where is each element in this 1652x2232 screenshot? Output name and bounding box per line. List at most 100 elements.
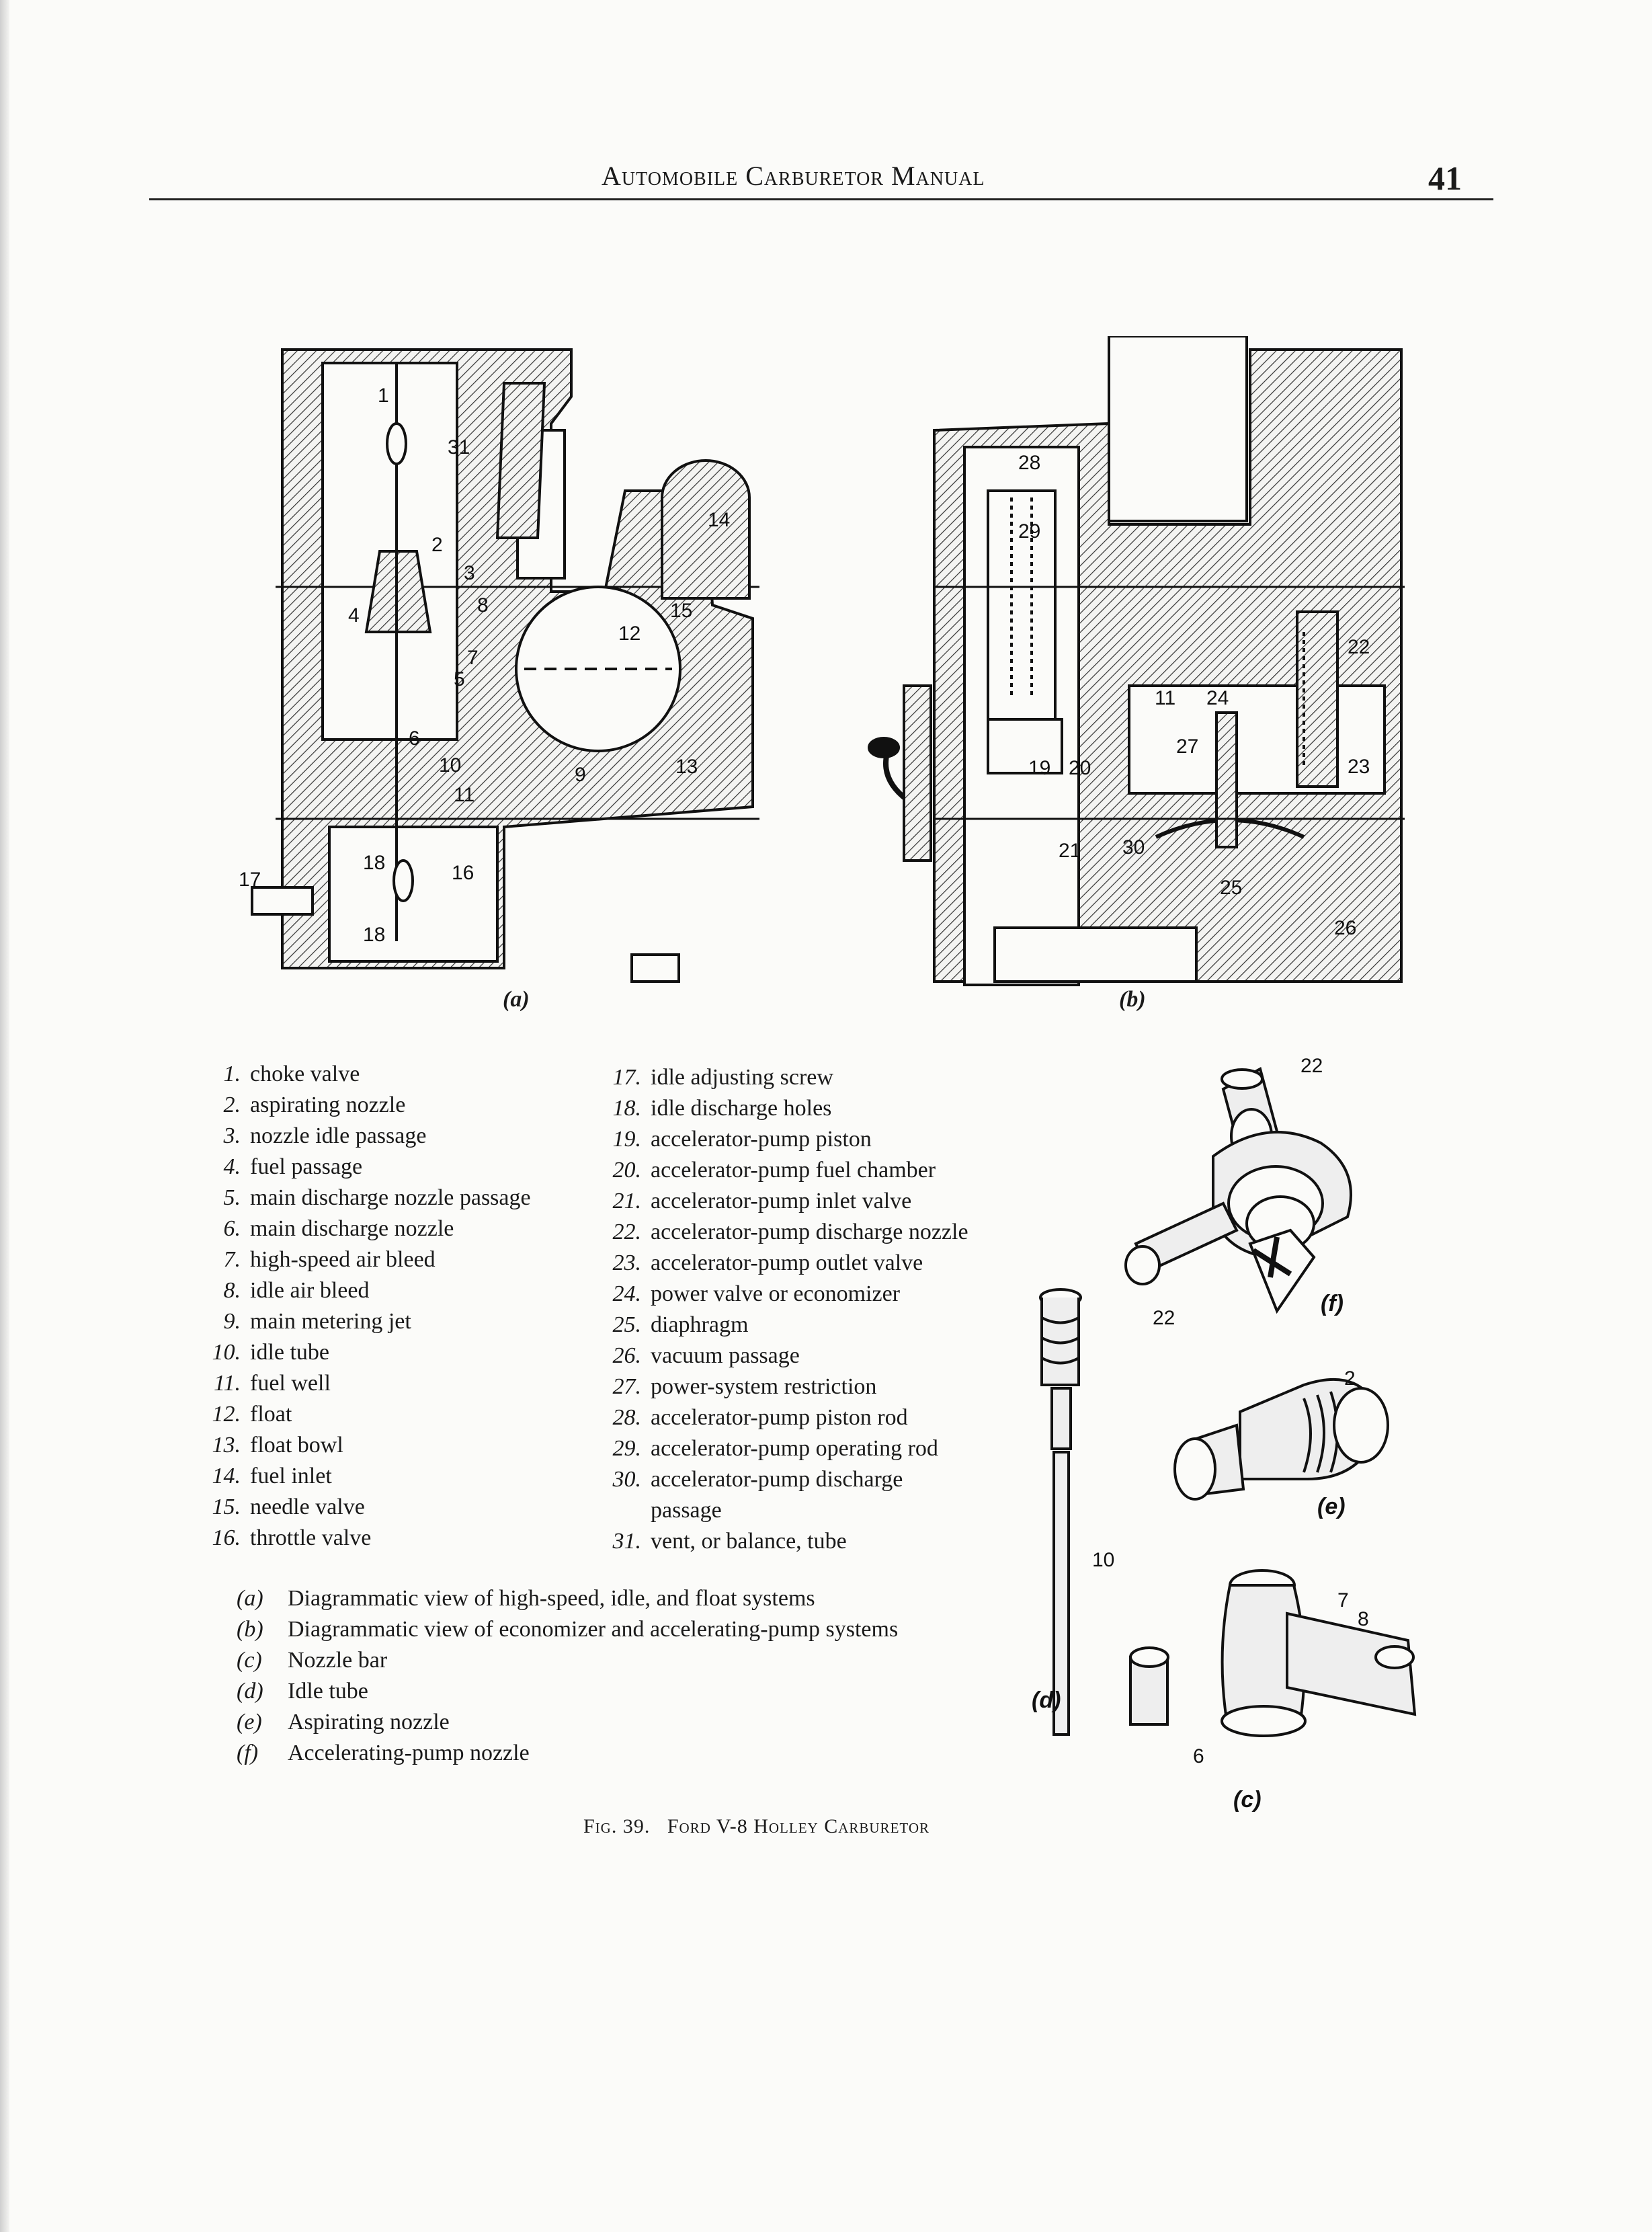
svg-text:31: 31 xyxy=(448,436,470,459)
svg-text:6: 6 xyxy=(1193,1745,1204,1767)
svg-text:(d): (d) xyxy=(1032,1687,1061,1713)
svg-text:(e): (e) xyxy=(1317,1494,1346,1519)
legend-item: 19.accelerator-pump piston xyxy=(612,1127,872,1152)
caption-item: (f)Accelerating-pump nozzle xyxy=(237,1741,530,1765)
svg-text:4: 4 xyxy=(348,604,360,627)
header-rule xyxy=(149,198,1493,200)
legend-item: 2.aspirating nozzle xyxy=(223,1092,406,1117)
svg-text:29: 29 xyxy=(1018,520,1040,543)
svg-text:6: 6 xyxy=(409,727,420,750)
legend-item: 4.fuel passage xyxy=(223,1154,363,1179)
svg-text:19: 19 xyxy=(1028,757,1050,779)
legend-item: 6.main discharge nozzle xyxy=(223,1216,454,1241)
part-e-illustration xyxy=(1173,1378,1389,1501)
legend-item: 12.float xyxy=(212,1402,292,1427)
svg-text:16: 16 xyxy=(452,862,474,884)
svg-text:15: 15 xyxy=(670,600,692,622)
figure-captions: (a)Diagrammatic view of high-speed, idle… xyxy=(237,1583,898,1769)
legend-item: 16.throttle valve xyxy=(212,1525,372,1550)
svg-text:12: 12 xyxy=(618,623,641,645)
legend-item: 8.idle air bleed xyxy=(223,1278,370,1303)
diagram-b xyxy=(868,336,1405,986)
sublabel-a: (a) xyxy=(503,987,530,1012)
legend-item: 13.float bowl xyxy=(212,1433,343,1458)
legend-item: 1.choke valve xyxy=(223,1062,360,1086)
caption-item: (e)Aspirating nozzle xyxy=(237,1710,450,1735)
svg-text:17: 17 xyxy=(239,869,261,891)
caption-item: (c)Nozzle bar xyxy=(237,1648,388,1673)
svg-text:18: 18 xyxy=(363,852,385,874)
diagram-b-callouts: 28 29 22 11 24 27 19 20 23 21 30 25 26 xyxy=(1018,452,1370,939)
svg-text:8: 8 xyxy=(477,594,489,616)
legend-item: 28.accelerator-pump piston rod xyxy=(612,1405,908,1430)
caption-item: (b)Diagrammatic view of economizer and a… xyxy=(237,1617,899,1642)
svg-text:11: 11 xyxy=(454,784,474,806)
diagram-a-callouts: 1 31 2 3 4 8 14 15 12 5 7 6 10 11 9 13 1… xyxy=(239,385,730,946)
svg-text:24: 24 xyxy=(1206,687,1229,709)
legend-item: 15.needle valve xyxy=(212,1494,365,1519)
part-callouts: 22 22 2 10 7 8 6 xyxy=(1092,1055,1369,1767)
svg-text:13: 13 xyxy=(675,756,698,778)
legend-item: 21.accelerator-pump inlet valve xyxy=(612,1189,912,1213)
part-illustrations: 22 22 2 10 7 8 6 (f) (e) (d) (c) xyxy=(1032,1055,1417,1812)
legend-item: 30.accelerator-pump discharge xyxy=(612,1467,903,1492)
part-sublabels: (f) (e) (d) (c) xyxy=(1032,1291,1346,1812)
diagram-a xyxy=(251,348,759,983)
page-number: 41 xyxy=(1428,159,1462,197)
svg-text:5: 5 xyxy=(454,668,465,690)
legend-item: 3.nozzle idle passage xyxy=(223,1123,427,1148)
legend-item: 9.main metering jet xyxy=(223,1309,411,1334)
part-c-illustration xyxy=(1129,1569,1417,1737)
legend-item: 22.accelerator-pump discharge nozzle xyxy=(612,1220,968,1244)
legend-item: 10.idle tube xyxy=(212,1340,330,1365)
legend-item: 5.main discharge nozzle passage xyxy=(223,1185,531,1210)
svg-text:22: 22 xyxy=(1348,636,1370,658)
svg-text:7: 7 xyxy=(1337,1589,1349,1611)
svg-text:30: 30 xyxy=(1122,836,1145,859)
svg-text:7: 7 xyxy=(467,647,479,669)
svg-text:(f): (f) xyxy=(1321,1291,1344,1316)
svg-text:9: 9 xyxy=(575,764,586,786)
legend-item: 17.idle adjusting screw xyxy=(612,1065,833,1090)
svg-text:11: 11 xyxy=(1155,687,1175,709)
svg-text:8: 8 xyxy=(1358,1608,1369,1630)
svg-text:3: 3 xyxy=(464,562,475,584)
legend-item: 31.vent, or balance, tube xyxy=(612,1529,847,1554)
scan-edge xyxy=(0,0,9,2232)
legend-item: 27.power-system restriction xyxy=(612,1374,877,1399)
svg-text:(c): (c) xyxy=(1233,1787,1262,1812)
svg-text:18: 18 xyxy=(363,924,385,946)
legend-item: 18.idle discharge holes xyxy=(612,1096,832,1121)
legend-left: 1.choke valve 2.aspirating nozzle 3.nozz… xyxy=(203,1059,531,1554)
legend-right: 17.idle adjusting screw 18.idle discharg… xyxy=(604,1062,968,1557)
svg-text:2: 2 xyxy=(1344,1367,1356,1390)
svg-text:22: 22 xyxy=(1300,1055,1323,1077)
carburetor-diagram: 1 31 2 3 4 8 14 15 12 5 7 6 10 11 9 13 1… xyxy=(239,336,1405,986)
svg-text:1: 1 xyxy=(378,385,389,407)
svg-text:23: 23 xyxy=(1348,756,1370,778)
caption-item: (d)Idle tube xyxy=(237,1679,368,1704)
legend-item: 7.high-speed air bleed xyxy=(223,1247,436,1272)
svg-text:10: 10 xyxy=(439,754,461,776)
legend-item: passage xyxy=(651,1498,722,1523)
legend-item: 11.fuel well xyxy=(214,1371,331,1396)
part-f-illustration xyxy=(1124,1067,1352,1314)
svg-text:22: 22 xyxy=(1153,1307,1175,1329)
legend-item: 24.power valve or economizer xyxy=(612,1281,901,1306)
svg-text:26: 26 xyxy=(1334,917,1356,939)
running-header: Automobile Carburetor Manual xyxy=(602,161,985,191)
svg-text:14: 14 xyxy=(708,509,730,531)
svg-text:10: 10 xyxy=(1092,1549,1114,1571)
legend-item: 23.accelerator-pump outlet valve xyxy=(612,1250,923,1275)
svg-text:2: 2 xyxy=(431,534,443,556)
legend-item: 29.accelerator-pump operating rod xyxy=(612,1436,938,1461)
legend-item: 25.diaphragm xyxy=(612,1312,749,1337)
legend-item: 26.vacuum passage xyxy=(612,1343,800,1368)
svg-text:27: 27 xyxy=(1176,735,1198,758)
sublabel-b: (b) xyxy=(1119,987,1146,1012)
svg-text:25: 25 xyxy=(1220,877,1242,899)
svg-text:21: 21 xyxy=(1059,840,1081,862)
svg-text:28: 28 xyxy=(1018,452,1040,474)
caption-item: (a)Diagrammatic view of high-speed, idle… xyxy=(237,1586,815,1611)
legend-item: 20.accelerator-pump fuel chamber xyxy=(612,1158,936,1183)
